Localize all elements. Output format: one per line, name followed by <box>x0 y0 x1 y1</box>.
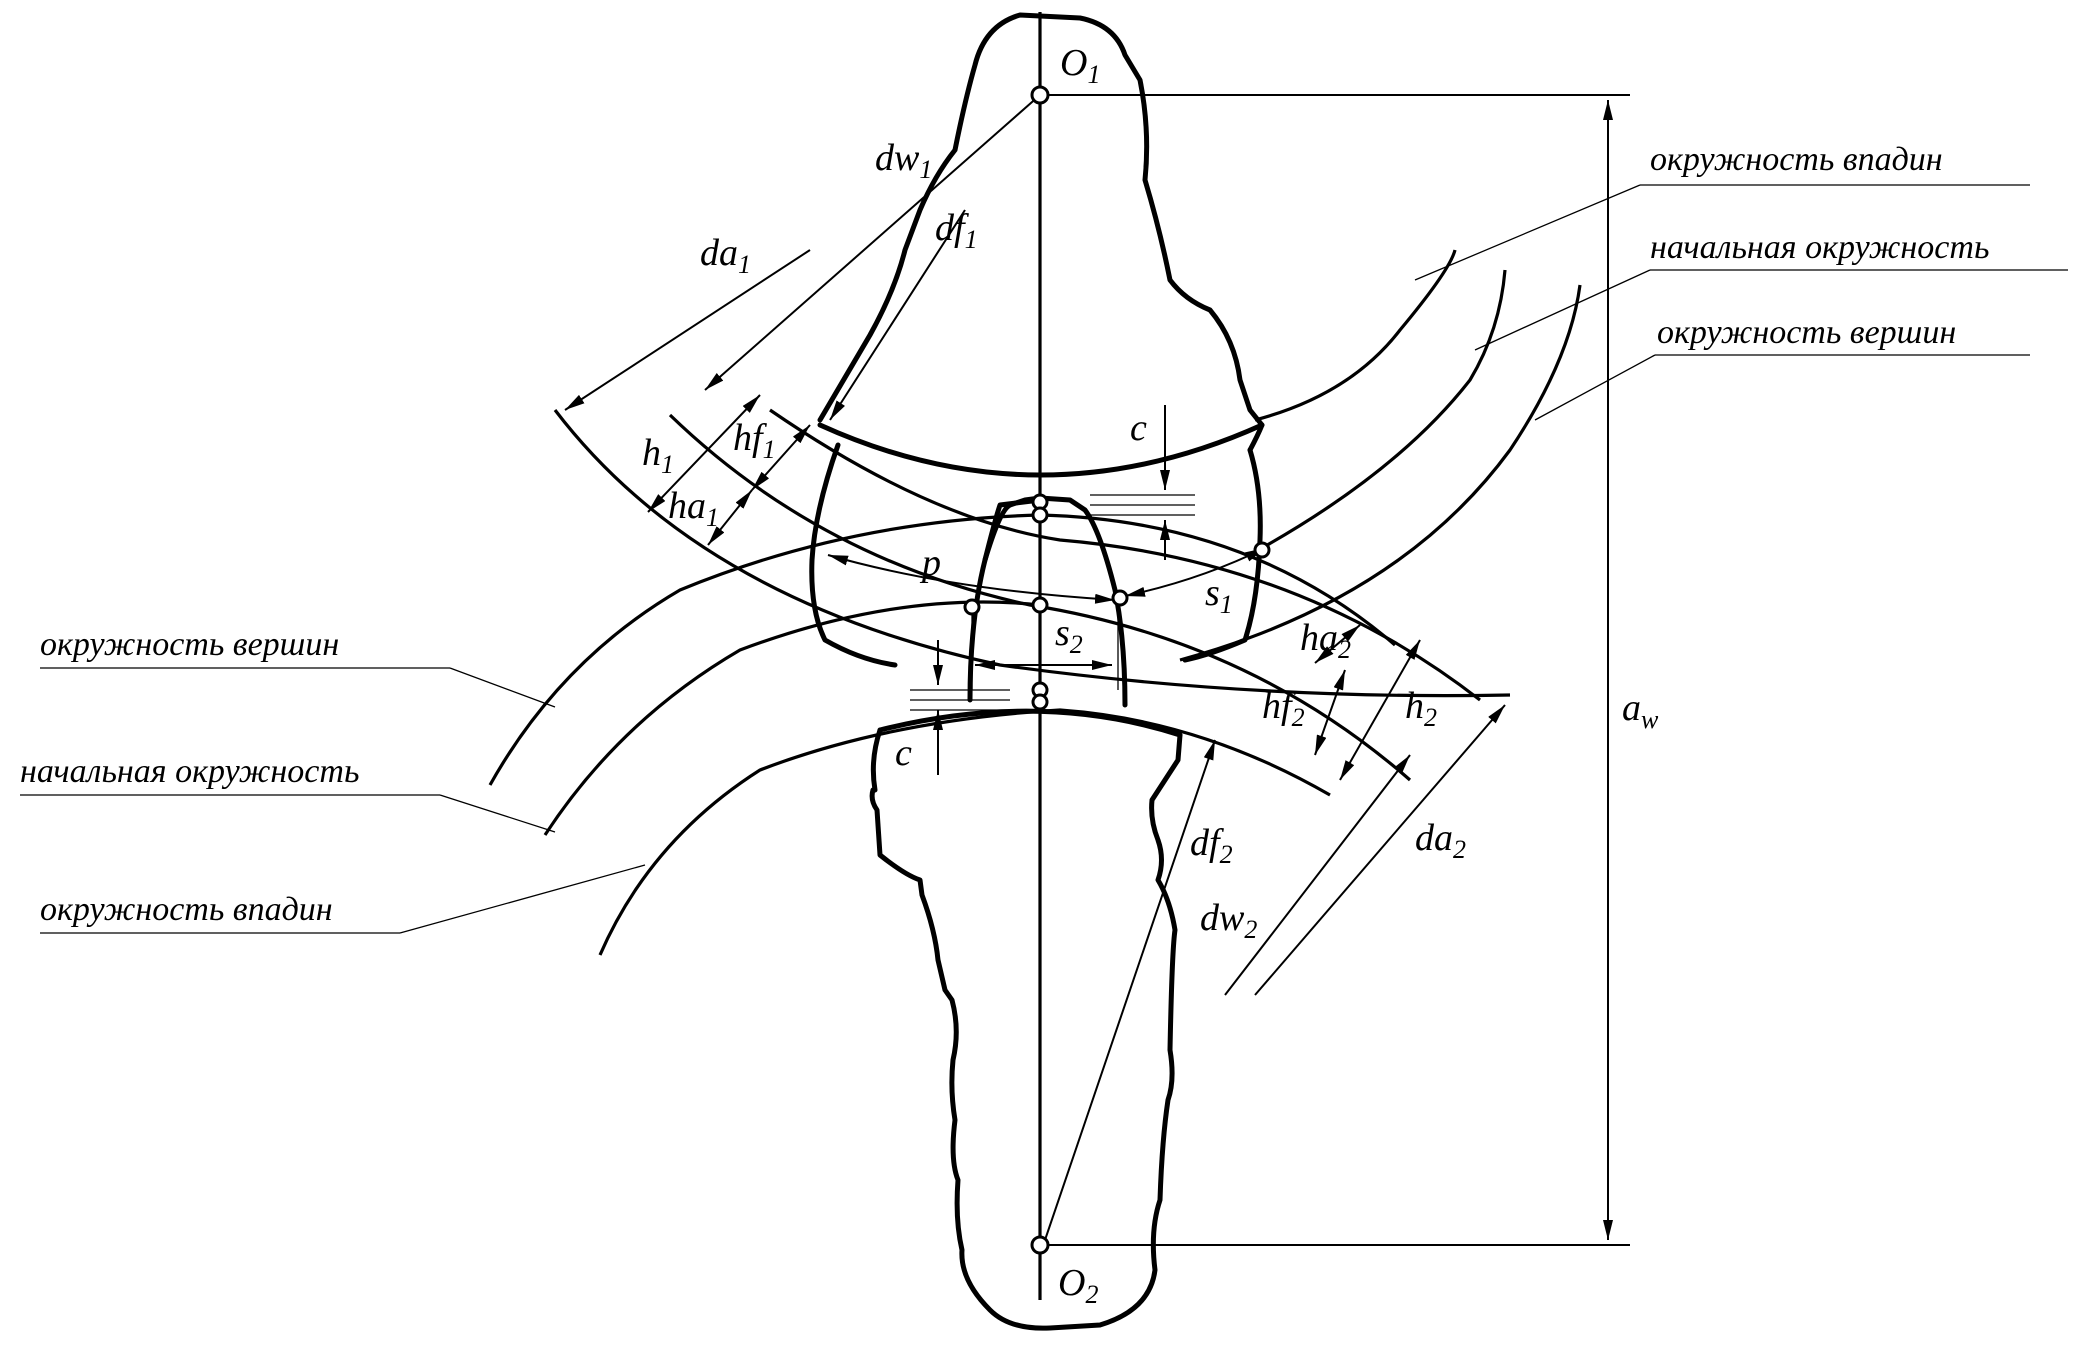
label-o1: O1 <box>1060 42 1100 89</box>
ha1-line <box>707 489 753 546</box>
label-da1: da1 <box>700 232 751 279</box>
label-hf2: hf2 <box>1262 685 1305 732</box>
callout-left-pitch-circle: начальная окружность <box>20 753 359 790</box>
gear1-root-circle <box>769 408 1481 702</box>
da2-line <box>1254 704 1506 996</box>
label-hf1: hf1 <box>733 417 776 464</box>
label-h2: h2 <box>1405 685 1437 732</box>
df1-line <box>829 209 966 421</box>
label-ha2: ha2 <box>1300 617 1351 664</box>
gear2-root-arc <box>877 708 1183 738</box>
center-distance-dimension <box>1040 94 1630 1246</box>
dw2-line <box>1224 754 1411 996</box>
callout-leaders-left <box>20 667 646 934</box>
gear2-outline <box>869 495 1183 1331</box>
label-ha1: ha1 <box>668 485 719 532</box>
s1-dimension-arc <box>1124 547 1266 597</box>
gear1-body <box>817 12 1265 453</box>
gear1-circles <box>553 408 1511 782</box>
p-dimension-arc <box>827 554 1116 604</box>
label-p: p <box>919 542 941 584</box>
center-o2-point <box>1030 1235 1050 1255</box>
label-dw1: dw1 <box>875 137 932 184</box>
callout-leaders-right <box>1414 184 2068 421</box>
gear2-body <box>869 727 1183 1331</box>
left-root-circle-arc <box>598 708 1331 956</box>
labels: O1 O2 aw dw1 df1 da1 h1 hf1 ha1 p c c s1… <box>642 42 1659 1309</box>
label-aw: aw <box>1622 687 1659 734</box>
label-o2: O2 <box>1058 1262 1098 1309</box>
gear1-tooth-left-flank <box>809 442 898 668</box>
callout-right-tip-circle: окружность вершин <box>1657 314 1956 351</box>
key-points <box>963 85 1271 1255</box>
right-circle-arcs <box>1179 249 1582 662</box>
label-c-top: c <box>1130 407 1147 449</box>
h1-line <box>647 394 761 513</box>
callout-texts: окружность впадин начальная окружность о… <box>20 141 1989 928</box>
gear1-root-arc <box>817 422 1265 478</box>
label-h1: h1 <box>642 432 674 479</box>
gear1-tip-circle <box>553 409 1511 698</box>
hf1-line <box>751 424 811 491</box>
right-pitch-circle-arc <box>1261 269 1507 550</box>
gear1-dimensions <box>564 94 1266 604</box>
callout-left-tip-circle: окружность вершин <box>40 626 339 663</box>
gear2-tooth-top-left <box>982 497 1043 563</box>
right-tip-circle-arc <box>1179 284 1582 662</box>
df2-line <box>1044 739 1216 1241</box>
label-df2: df2 <box>1190 822 1233 869</box>
center-o1-point <box>1030 85 1050 105</box>
dw1-line <box>704 94 1041 391</box>
ha2-line <box>1314 624 1361 664</box>
label-c-bottom: c <box>895 732 912 774</box>
label-da2: da2 <box>1415 817 1466 864</box>
da1-line <box>564 249 811 411</box>
h2-line <box>1339 639 1421 781</box>
gear2-dimensions <box>910 600 1506 1241</box>
label-df1: df1 <box>935 207 978 254</box>
callout-left-root-circle: окружность впадин <box>40 891 333 928</box>
callout-right-root-circle: окружность впадин <box>1650 141 1943 178</box>
label-s2: s2 <box>1055 612 1083 659</box>
right-root-circle-arc <box>1254 249 1457 422</box>
label-dw2: dw2 <box>1200 897 1257 944</box>
callout-right-pitch-circle: начальная окружность <box>1650 229 1989 266</box>
label-s1: s1 <box>1205 572 1233 619</box>
